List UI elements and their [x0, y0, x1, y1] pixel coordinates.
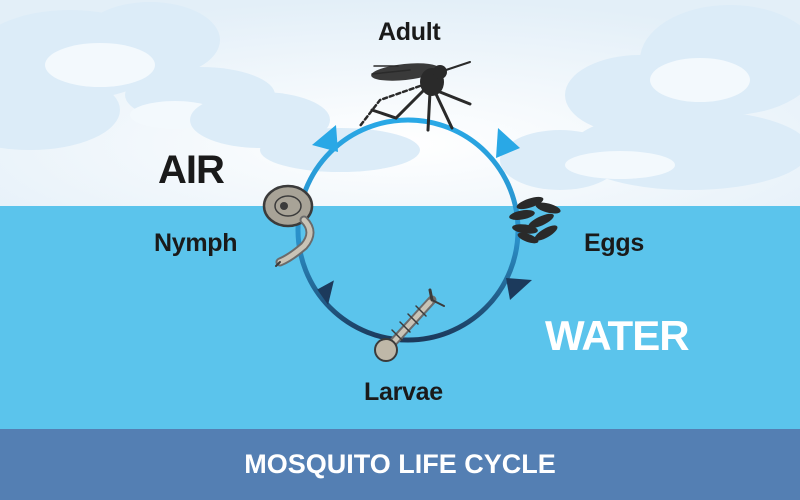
- stage-label-eggs: Eggs: [584, 229, 644, 257]
- nymph-illustration: [262, 184, 315, 267]
- arrow-larvae-to-nymph: [317, 280, 334, 305]
- adult-mosquito-illustration: [358, 61, 472, 132]
- stage-label-nymph: Nymph: [154, 229, 238, 257]
- title-banner: MOSQUITO LIFE CYCLE: [0, 429, 800, 500]
- zone-label-water: WATER: [545, 312, 690, 359]
- diagram-title: MOSQUITO LIFE CYCLE: [244, 449, 556, 479]
- stage-label-adult: Adult: [378, 18, 441, 46]
- larva-illustration: [374, 288, 445, 362]
- title-banner-background: [0, 429, 800, 500]
- zone-label-air: AIR: [158, 148, 225, 192]
- cloud-center: [190, 92, 420, 172]
- stage-label-larvae: Larvae: [364, 378, 443, 406]
- arrow-adult-to-eggs: [496, 128, 520, 158]
- arrow-eggs-to-larvae: [506, 278, 532, 300]
- cloud-right-highlight: [565, 58, 750, 179]
- eggs-illustration: [509, 196, 561, 244]
- water-background: [0, 206, 800, 430]
- arrow-nymph-to-adult: [312, 125, 338, 152]
